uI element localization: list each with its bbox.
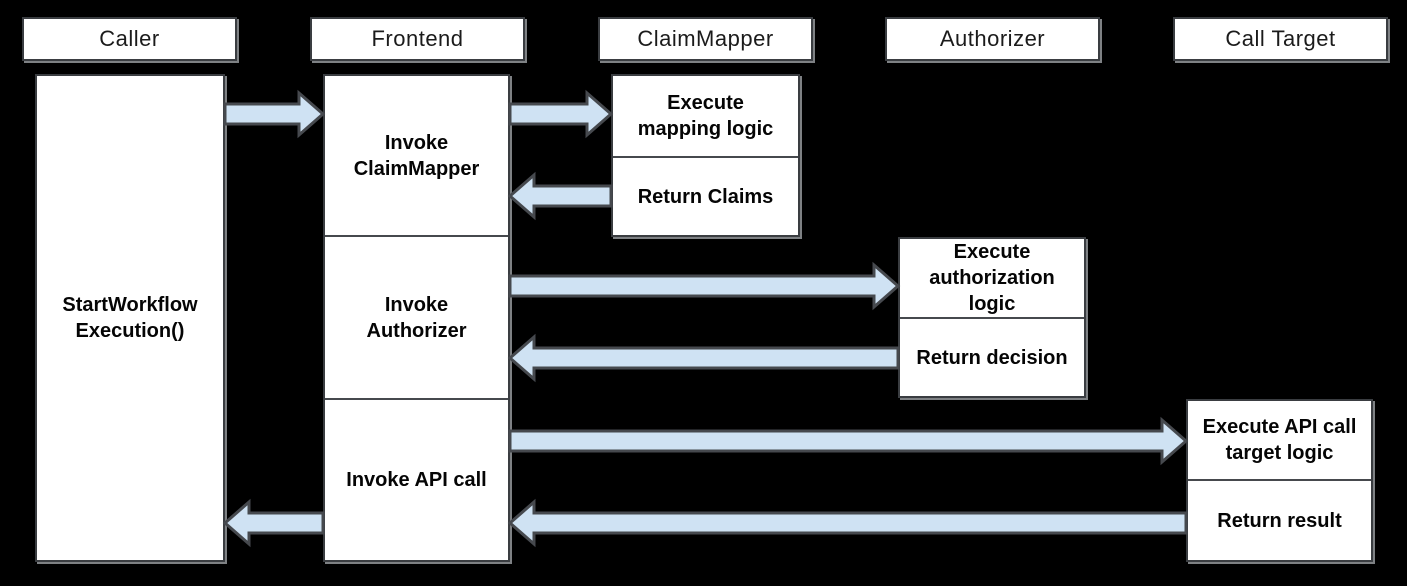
arrow-caller-to-frontend: [223, 89, 326, 139]
arrow-authorizer-return-decision: [507, 333, 900, 383]
authorizer-execute-authorization-logic-box: Execute authorization logic: [929, 241, 1055, 315]
claimmapper-activation-stack: Execute mapping logic Return Claims: [611, 74, 800, 237]
authorizer-activation-stack: Execute authorization logic Return decis…: [898, 237, 1086, 398]
calltarget-activation-stack: Execute API call target logic Return res…: [1186, 399, 1373, 562]
calltarget-execute-api-call-target-logic-box: Execute API call target logic: [1202, 416, 1357, 464]
frontend-invoke-api-call-box: Invoke API call: [325, 398, 508, 560]
authorizer-return-decision-box: Return decision: [900, 317, 1084, 396]
lane-header-authorizer: Authorizer: [885, 17, 1100, 61]
arrow-frontend-return-to-caller: [222, 498, 325, 548]
caller-startworkflowexecution-box: StartWorkflow Execution(): [35, 74, 225, 562]
lane-header-caller: Caller: [22, 17, 237, 61]
lane-header-calltarget: Call Target: [1173, 17, 1388, 61]
claimmapper-execute-mapping-logic-box: Execute mapping logic: [637, 92, 774, 140]
arrow-frontend-to-calltarget: [508, 416, 1189, 466]
arrow-frontend-to-authorizer: [508, 261, 901, 311]
arrow-claimmapper-return-claims: [507, 171, 613, 221]
claimmapper-return-claims-box: Return Claims: [613, 156, 798, 235]
frontend-invoke-authorizer-box: Invoke Authorizer: [325, 235, 508, 398]
calltarget-return-result-box: Return result: [1188, 479, 1371, 560]
lane-header-frontend: Frontend: [310, 17, 525, 61]
frontend-invoke-claimmapper-box: Invoke ClaimMapper: [353, 131, 480, 180]
arrow-calltarget-return-result: [507, 498, 1188, 548]
lane-header-claimmapper: ClaimMapper: [598, 17, 813, 61]
arrow-frontend-to-claimmapper: [508, 89, 614, 139]
frontend-activation-stack: Invoke ClaimMapper Invoke Authorizer Inv…: [323, 74, 510, 562]
